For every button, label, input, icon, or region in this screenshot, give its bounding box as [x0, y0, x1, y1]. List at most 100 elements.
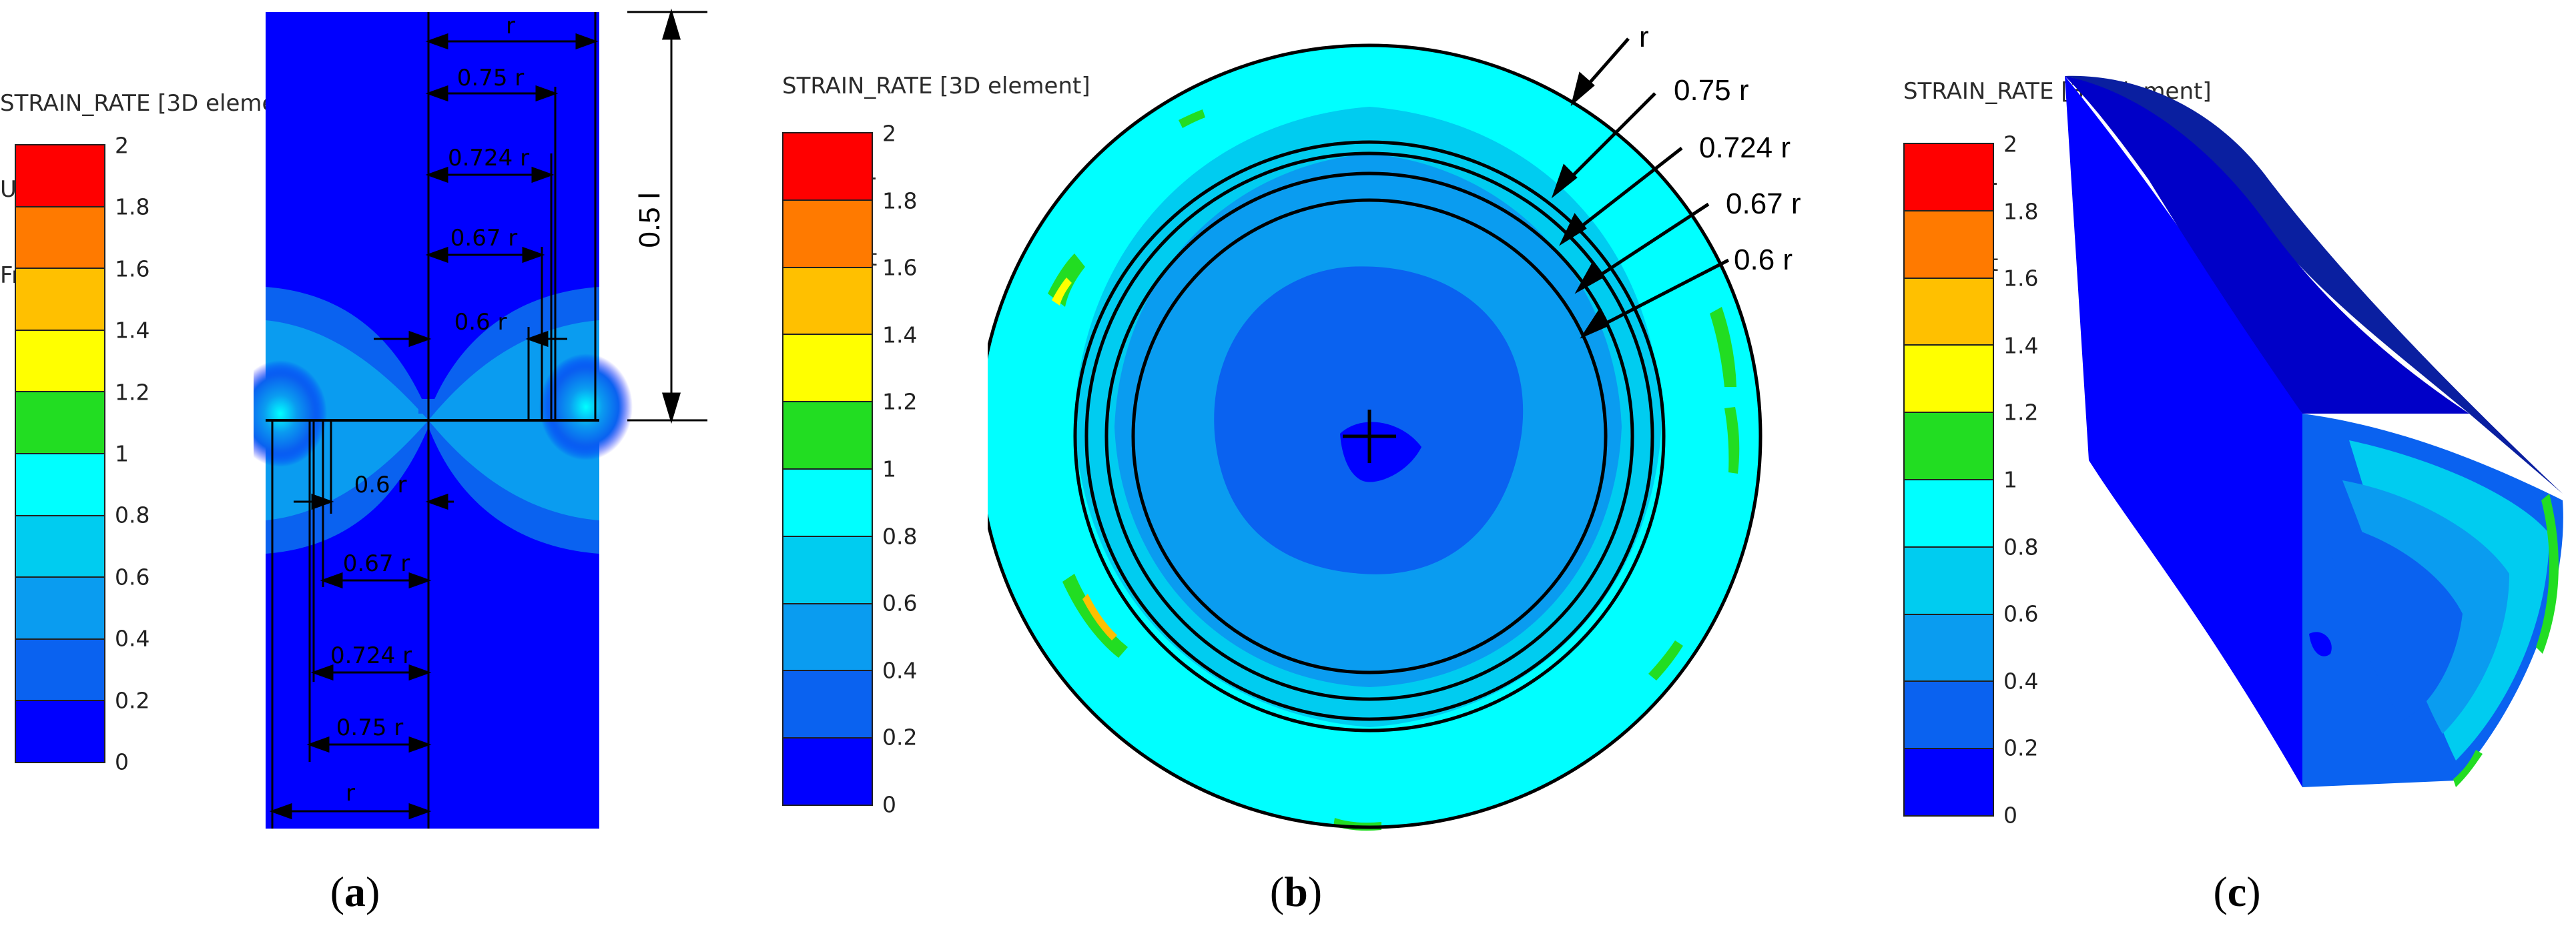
- legend-tick-label: 1.8: [2003, 198, 2039, 225]
- legend-tick-label: 0.8: [882, 523, 918, 550]
- legend-tick-label: 1.4: [882, 322, 918, 348]
- legend-color-cell: [1905, 546, 1993, 614]
- legend-tick-label: 1.4: [115, 317, 150, 344]
- panel-a-dim-top-3: 0.724 r: [448, 145, 529, 171]
- legend-color-cell: [783, 602, 872, 670]
- legend-tick-label: 2: [2003, 131, 2017, 157]
- legend-color-cell: [1905, 748, 1993, 815]
- legend-color-cell: [783, 334, 872, 402]
- caption-b: (b): [1269, 868, 1323, 915]
- panel-b-ring-075r: [1073, 140, 1666, 733]
- legend-tick-label: 1.2: [2003, 399, 2039, 426]
- panel-b-label-06r: 0.6 r: [1734, 244, 1793, 276]
- legend-tick-label: 0.8: [115, 502, 150, 528]
- legend-b-colorbar: [782, 132, 873, 806]
- legend-color-cell: [1905, 209, 1993, 278]
- legend-color-cell: [16, 329, 104, 392]
- panel-a-hotspot-right: [539, 354, 633, 460]
- panel-b-ring-0724r: [1084, 151, 1654, 721]
- legend-tick-label: 1.4: [2003, 332, 2039, 359]
- legend-tick-label: 0: [115, 749, 129, 775]
- legend-color-cell: [783, 266, 872, 334]
- panel-a-dimensions-top: [374, 33, 599, 348]
- legend-b-title-line1: STRAIN_RATE [3D element]: [782, 73, 1090, 99]
- panel-b-diagram: r 0.75 r 0.724 r 0.67 r 0.6 r: [988, 21, 1801, 831]
- panel-b-edge-patch: [1710, 307, 1736, 387]
- panel-a-length-label: 0.5 l: [633, 192, 666, 248]
- legend-tick-label: 0.2: [115, 687, 150, 714]
- panel-b-edge-patch: [1052, 278, 1072, 306]
- panel-a-length-dimension: [627, 8, 707, 424]
- legend-color-cell: [783, 401, 872, 468]
- panel-b-leaders: [1551, 37, 1730, 339]
- legend-tick-label: 1: [115, 440, 129, 467]
- legend-color-cell: [783, 737, 872, 805]
- panel-b-boundary-r: [988, 43, 1762, 829]
- legend-color-cell: [16, 700, 104, 762]
- legend-color-cell: [16, 638, 104, 700]
- legend-tick-label: 0.6: [2003, 600, 2039, 627]
- legend-color-cell: [783, 670, 872, 738]
- legend-color-cell: [16, 514, 104, 577]
- panel-a-dim-top-2: 0.75 r: [457, 65, 525, 91]
- legend-color-cell: [16, 576, 104, 638]
- panel-b-label-067r: 0.67 r: [1726, 187, 1801, 220]
- panel-c-diagram: [2065, 75, 2563, 787]
- panel-b-label-r: r: [1639, 21, 1649, 53]
- legend-tick-label: 1.2: [882, 388, 918, 415]
- panel-c-end-core: [2309, 632, 2332, 656]
- legend-color-cell: [1905, 277, 1993, 345]
- legend-color-cell: [16, 205, 104, 268]
- legend-tick-label: 0.6: [882, 590, 918, 616]
- legend-tick-label: 1.2: [115, 379, 150, 406]
- panel-a-dim-bottom-3: 0.724 r: [330, 642, 412, 669]
- legend-tick-label: 1.6: [115, 256, 150, 282]
- legend-color-cell: [16, 145, 104, 206]
- panel-a-notch: [418, 399, 434, 414]
- legend-color-cell: [1905, 680, 1993, 749]
- panel-a-diagram: r 0.75 r 0.724 r 0.67 r 0.6 r 0.5 l 0.6 …: [254, 8, 707, 829]
- legend-color-cell: [783, 535, 872, 603]
- legend-tick-label: 1.8: [882, 187, 918, 214]
- panel-a-dim-top-5: 0.6 r: [454, 309, 507, 336]
- legend-color-cell: [783, 199, 872, 267]
- panel-c-end-contour-deep: [2322, 520, 2463, 721]
- panel-b-edge-patch: [1179, 109, 1205, 128]
- legend-color-cell: [1905, 613, 1993, 681]
- legend-tick-label: 2: [115, 132, 129, 159]
- panel-a-dim-bottom-5: r: [346, 780, 355, 807]
- legend-color-cell: [16, 268, 104, 330]
- panel-a-dimensions-bottom: [269, 493, 454, 820]
- legend-color-cell: [16, 391, 104, 453]
- legend-color-cell: [1905, 478, 1993, 546]
- caption-c: (c): [2213, 868, 2261, 915]
- panel-b-ring-06r: [1131, 198, 1608, 674]
- legend-tick-label: 0: [2003, 802, 2017, 829]
- legend-tick-label: 1: [882, 456, 896, 482]
- legend-color-cell: [783, 133, 872, 199]
- caption-a: (a): [330, 868, 380, 915]
- panel-b-center-mark: [1343, 410, 1396, 463]
- panel-b-edge-patch: [1648, 640, 1683, 680]
- panel-a-dim-bottom-1: 0.6 r: [354, 472, 407, 498]
- panel-a-dim-top-4: 0.67 r: [450, 225, 518, 252]
- panel-c-outer-surface-lower: [2065, 76, 2469, 414]
- legend-tick-label: 0: [882, 791, 896, 818]
- legend-a-colorbar: [15, 144, 105, 763]
- legend-color-cell: [1905, 144, 1993, 210]
- legend-color-cell: [783, 468, 872, 536]
- legend-color-cell: [1905, 412, 1993, 479]
- panel-b-ring-067r: [1104, 171, 1634, 701]
- legend-tick-label: 0.4: [115, 625, 150, 652]
- legend-c-colorbar: [1903, 143, 1994, 817]
- legend-tick-label: 1.6: [2003, 265, 2039, 292]
- legend-tick-label: 2: [882, 120, 896, 147]
- legend-tick-label: 0.2: [882, 724, 918, 751]
- panel-a-dim-bottom-4: 0.75 r: [336, 715, 404, 741]
- panel-a-dim-top-1: r: [506, 13, 515, 39]
- caption-c-label: c: [2227, 868, 2247, 915]
- panel-b-label-0724r: 0.724 r: [1699, 131, 1791, 164]
- legend-tick-label: 0.6: [115, 564, 150, 590]
- legend-color-cell: [1905, 344, 1993, 412]
- legend-tick-label: 1.6: [882, 254, 918, 281]
